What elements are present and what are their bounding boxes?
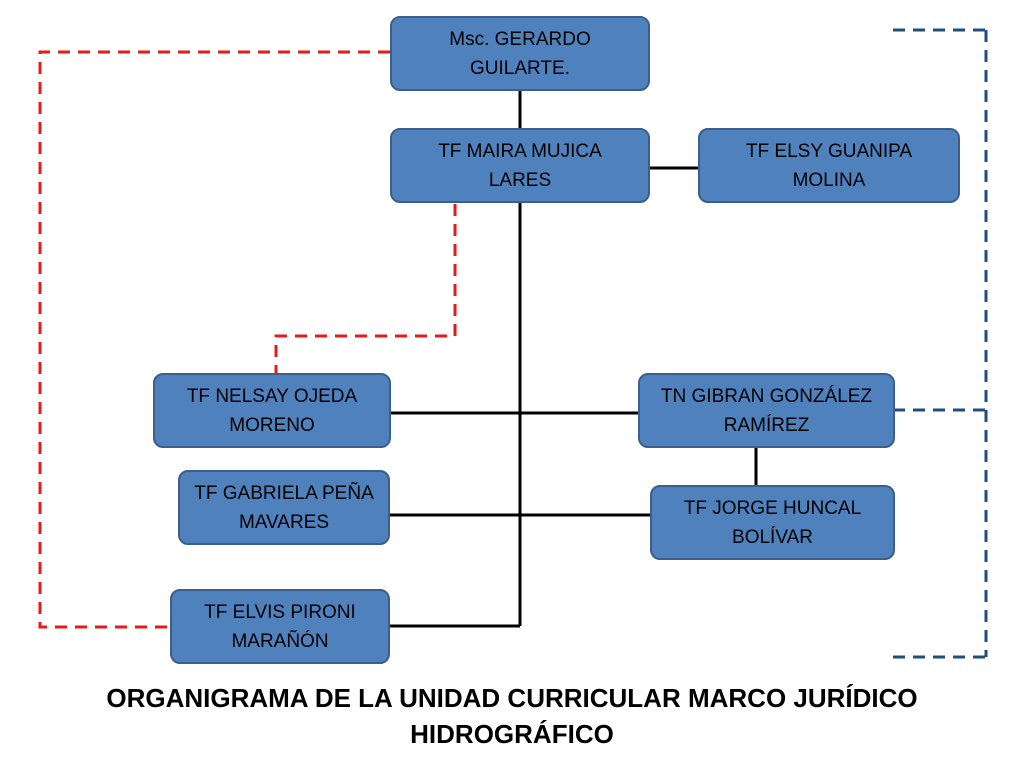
node-jorge-huncal: TF JORGE HUNCAL BOLÍVAR xyxy=(650,485,895,560)
node-label: TF ELVIS PIRONI MARAÑÓN xyxy=(204,601,356,652)
node-label: Msc. GERARDO GUILARTE. xyxy=(449,28,591,79)
node-gabriela-pena: TF GABRIELA PEÑA MAVARES xyxy=(178,470,390,545)
node-label: TF MAIRA MUJICA LARES xyxy=(438,140,602,191)
red-dashed-maira-nelsay xyxy=(274,204,457,374)
node-maira-mujica: TF MAIRA MUJICA LARES xyxy=(390,128,650,203)
node-label: TF GABRIELA PEÑA MAVARES xyxy=(194,482,374,533)
node-label: TF NELSAY OJEDA MORENO xyxy=(186,385,358,436)
node-label: TN GIBRAN GONZÁLEZ RAMÍREZ xyxy=(660,385,873,436)
red-dashed-root-elvis xyxy=(38,50,390,629)
node-label: TF ELSY GUANIPA MOLINA xyxy=(745,140,913,191)
node-elvis-pironi: TF ELVIS PIRONI MARAÑÓN xyxy=(170,589,390,664)
node-label: TF JORGE HUNCAL BOLÍVAR xyxy=(683,497,862,548)
node-nelsay-ojeda: TF NELSAY OJEDA MORENO xyxy=(153,373,391,448)
node-elsy-guanipa: TF ELSY GUANIPA MOLINA xyxy=(698,128,960,203)
diagram-caption: ORGANIGRAMA DE LA UNIDAD CURRICULAR MARC… xyxy=(106,683,918,749)
node-gerardo-guilarte: Msc. GERARDO GUILARTE. xyxy=(390,16,650,91)
node-gibran-gonzalez: TN GIBRAN GONZÁLEZ RAMÍREZ xyxy=(638,373,895,448)
